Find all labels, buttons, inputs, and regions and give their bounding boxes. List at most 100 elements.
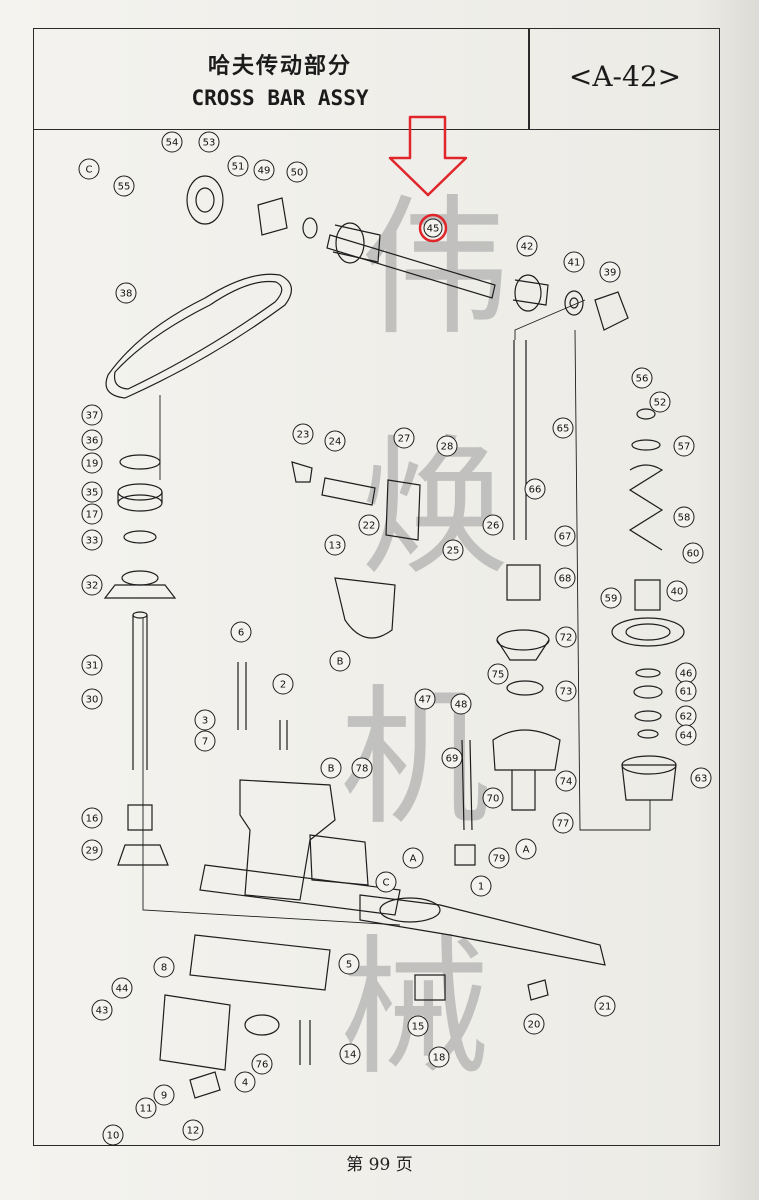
callout-number: 52 [654, 398, 667, 409]
callout-balloon [441, 747, 463, 769]
callout-number: 18 [433, 1053, 446, 1064]
callout-number: 25 [447, 546, 460, 557]
callout-number: 65 [557, 424, 570, 435]
callout-balloon [135, 1097, 157, 1119]
callout-balloon [555, 770, 577, 792]
callout-part-70: 70 [482, 787, 504, 809]
callout-balloon [339, 1043, 361, 1065]
callout-balloon [81, 529, 103, 551]
callout-part-43: 43 [91, 999, 113, 1021]
callout-refA2: A [515, 838, 537, 860]
callout-number: 2 [280, 680, 286, 691]
bearing-62 [634, 710, 662, 722]
callout-part-57: 57 [673, 435, 695, 457]
callout-balloon [324, 430, 346, 452]
callout-number: 16 [86, 814, 99, 825]
callout-number: A [523, 845, 530, 856]
callout-part-79: 79 [488, 847, 510, 869]
cross-arm-1 [359, 894, 606, 966]
pulley-39 [594, 291, 629, 331]
callout-balloon [272, 673, 294, 695]
callout-balloon [552, 812, 574, 834]
watermark-char-1: 伟 [360, 182, 510, 356]
callout-number: 48 [455, 700, 468, 711]
callout-number: 74 [560, 777, 573, 788]
callout-balloon [554, 525, 576, 547]
drawing-frame [33, 28, 720, 1146]
plate-top [199, 864, 401, 916]
callout-balloon [227, 155, 249, 177]
callout-part-4: 4 [234, 1071, 256, 1093]
callout-part-22: 22 [358, 514, 380, 536]
callout-part-7: 7 [194, 730, 216, 752]
callout-part-77: 77 [552, 812, 574, 834]
callout-number: 10 [107, 1131, 120, 1142]
callout-balloon [555, 626, 577, 648]
callout-balloon [81, 503, 103, 525]
callout-balloon [675, 680, 697, 702]
callout-part-10: 10 [102, 1124, 124, 1146]
callout-number: 76 [256, 1060, 269, 1071]
callout-part-73: 73 [555, 680, 577, 702]
spring-58 [628, 464, 664, 551]
gear-68 [506, 564, 541, 601]
callout-part-18: 18 [428, 1046, 450, 1068]
callout-number: 21 [599, 1002, 612, 1013]
callout-balloon [351, 757, 373, 779]
callout-number: 63 [695, 774, 708, 785]
pin-2 [279, 720, 288, 750]
callout-number: 50 [291, 168, 304, 179]
callout-balloon [324, 534, 346, 556]
block-27 [385, 479, 421, 541]
callout-number: 70 [487, 794, 500, 805]
callout-part-26: 26 [482, 514, 504, 536]
callout-number: 55 [118, 182, 131, 193]
callout-balloon [153, 956, 175, 978]
callout-number: 15 [412, 1022, 425, 1033]
callout-part-56: 56 [631, 367, 653, 389]
callout-number: 45 [427, 224, 440, 235]
callout-balloon [516, 235, 538, 257]
bearing-33 [123, 530, 157, 544]
callout-refC1: C [78, 158, 100, 180]
screw-14 [299, 1020, 311, 1065]
bush-40 [634, 579, 661, 611]
callout-part-3: 3 [194, 709, 216, 731]
callout-part-12: 12 [182, 1119, 204, 1141]
callout-part-17: 17 [81, 503, 103, 525]
callout-number: 44 [116, 984, 129, 995]
callout-balloon [631, 367, 653, 389]
callout-part-68: 68 [554, 567, 576, 589]
callout-refA1: A [402, 847, 424, 869]
callout-balloon [414, 688, 436, 710]
title-block [33, 28, 720, 130]
callout-part-66: 66 [524, 478, 546, 500]
callout-part-75: 75 [487, 663, 509, 685]
callout-part-19: 19 [81, 452, 103, 474]
callout-balloon [594, 995, 616, 1017]
callout-balloon [81, 429, 103, 451]
callout-balloon [675, 724, 697, 746]
callout-balloon [515, 838, 537, 860]
highlight-arrow [388, 115, 468, 243]
bearing-76 [244, 1014, 280, 1036]
callout-balloon [407, 1015, 429, 1037]
callout-part-50: 50 [286, 161, 308, 183]
callout-balloon [286, 161, 308, 183]
callout-number: 49 [258, 166, 271, 177]
callout-number: 37 [86, 411, 99, 422]
callout-number: 66 [529, 485, 542, 496]
cap-56 [636, 408, 656, 420]
callout-part-33: 33 [81, 529, 103, 551]
callout-part-53: 53 [198, 131, 220, 153]
callout-number: 5 [346, 960, 352, 971]
callout-part-1: 1 [470, 875, 492, 897]
callout-balloon [91, 999, 113, 1021]
pin-12 [189, 1071, 221, 1099]
callout-number: 29 [86, 846, 99, 857]
bevel-gear-72 [496, 629, 550, 651]
callout-balloon [488, 847, 510, 869]
washer-57 [631, 439, 661, 451]
